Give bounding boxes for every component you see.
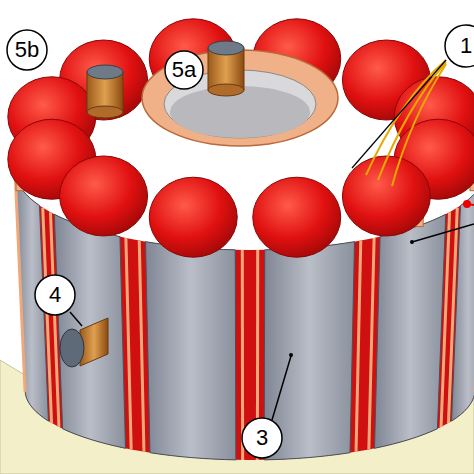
slot-liner bbox=[15, 173, 25, 393]
callout-number: 5a bbox=[172, 59, 196, 81]
slot-liner bbox=[356, 241, 361, 452]
callout-number: 3 bbox=[256, 427, 268, 449]
coil bbox=[342, 156, 430, 236]
callout-number: 4 bbox=[49, 284, 61, 306]
coil bbox=[60, 156, 148, 236]
lamination-tooth bbox=[54, 214, 125, 448]
callout-number: 5b bbox=[15, 39, 39, 61]
lamination-tooth bbox=[375, 214, 446, 448]
slot-liner bbox=[126, 238, 131, 450]
lamination-tooth bbox=[146, 242, 236, 460]
slot-liner bbox=[441, 212, 449, 427]
slot-liner bbox=[139, 241, 144, 452]
terminals bbox=[60, 41, 244, 367]
callout-circles bbox=[7, 25, 474, 458]
slot-liner bbox=[43, 208, 52, 423]
coil bbox=[149, 177, 237, 257]
leader-lines bbox=[70, 60, 474, 420]
coil-group bbox=[8, 119, 474, 257]
coil bbox=[253, 177, 341, 257]
slot-liner bbox=[369, 238, 374, 450]
callout-number: 1 bbox=[460, 35, 472, 57]
